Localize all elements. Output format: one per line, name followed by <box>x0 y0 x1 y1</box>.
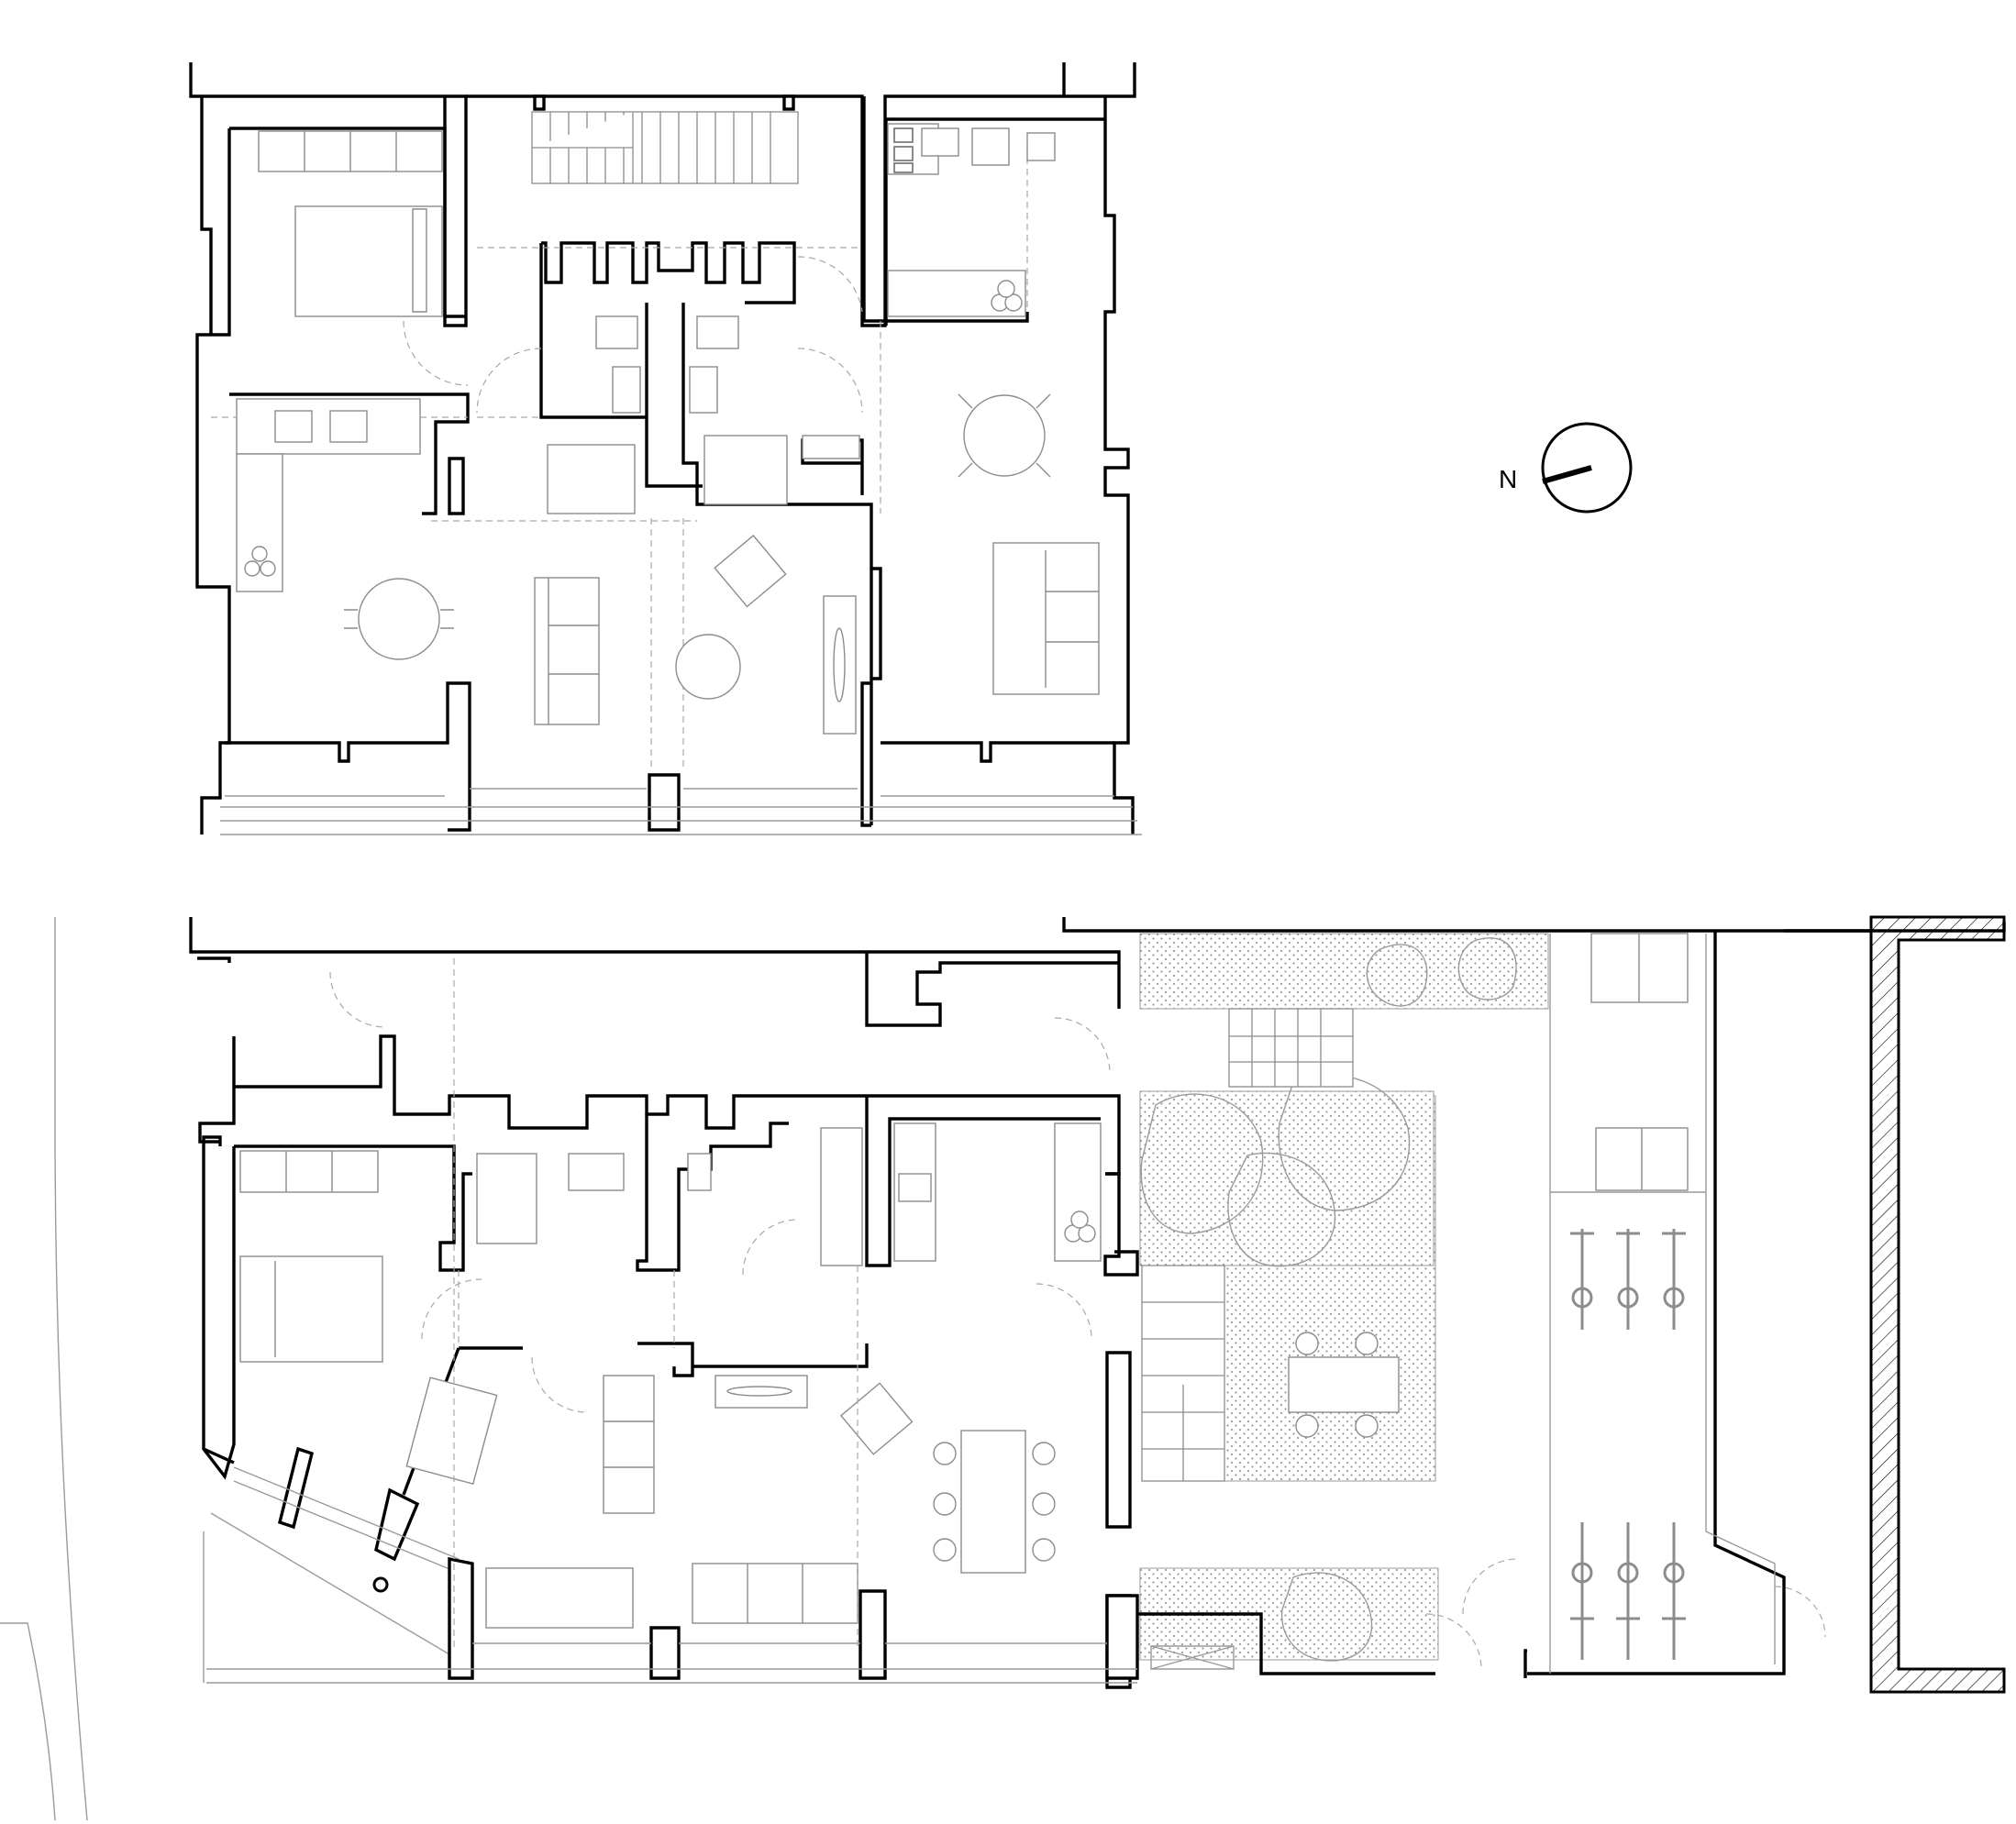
ground-dashed-lines <box>453 958 858 1651</box>
courtyard-gate-box <box>1150 1645 1235 1670</box>
upper-front-balcony <box>220 806 1142 835</box>
upper-coffee-table <box>675 634 741 700</box>
north-arrow-icon <box>1541 422 1633 514</box>
upper-core-shaft <box>645 303 703 488</box>
ground-right-exterior-wall-b <box>1105 1351 1132 1529</box>
ground-outer-wall-top <box>189 917 1121 1009</box>
ground-daybed <box>485 1567 634 1629</box>
ground-column <box>372 1576 389 1593</box>
ground-door-swing <box>742 1219 799 1276</box>
upper-wall-tick <box>782 94 795 111</box>
courtyard-front-wall <box>1137 1612 1435 1675</box>
upper-core-bath-left <box>539 243 647 419</box>
north-arrow: N <box>1499 422 1633 514</box>
bike-store-outline <box>1549 934 1776 1674</box>
ground-door-swing <box>1462 1558 1519 1615</box>
ground-door-swing <box>421 1278 482 1340</box>
ground-front-glazing <box>206 1642 1137 1684</box>
ground-door-swing <box>1036 1283 1092 1340</box>
street-edge <box>54 917 88 1821</box>
upper-bedroom-wall <box>229 127 466 318</box>
ground-front-pier <box>858 1589 887 1680</box>
ground-inner-partition-b <box>692 1343 869 1368</box>
ground-dining-table <box>960 1430 1026 1574</box>
ground-inner-partition <box>637 1342 694 1377</box>
ground-core-wall <box>636 1114 789 1272</box>
ground-outer-wall-top-b <box>1062 917 2006 933</box>
bicycle-rack-icon <box>1570 1229 1686 1660</box>
upper-sofa <box>534 577 600 725</box>
courtyard-tree <box>1280 1572 1373 1662</box>
upper-wall-tick <box>533 94 546 111</box>
ground-angled-glazing <box>210 1466 460 1661</box>
ground-left-exterior-wall <box>197 956 231 963</box>
ground-right-exterior-wall <box>1103 1172 1139 1277</box>
upper-floor-plan <box>189 62 1142 835</box>
upper-outer-wall-top-right <box>466 62 1136 327</box>
upper-left-kitchen-partition <box>229 392 470 515</box>
courtyard-tree <box>1278 1074 1411 1211</box>
upper-armchair <box>714 534 787 608</box>
upper-left-kitchen-partition-b <box>448 457 465 515</box>
ground-angled-wall <box>203 1447 235 1465</box>
ground-armchair <box>839 1382 914 1455</box>
upper-door-swing <box>403 320 469 386</box>
upper-door-swing <box>476 348 542 414</box>
ground-core-wall-b <box>865 1096 1101 1267</box>
street-edge-curb <box>0 1622 56 1821</box>
ground-stair-wall <box>865 952 1119 1027</box>
ground-kitchen-counter <box>820 1127 863 1266</box>
upper-left-exterior-wall <box>195 128 231 835</box>
upper-front-wall-right-b <box>881 741 1114 763</box>
upper-right-kitchen-wall <box>862 96 1029 323</box>
upper-left-dining-table <box>358 578 440 660</box>
courtyard-tree <box>1457 937 1517 1000</box>
courtyard-paving <box>1139 1090 1434 1266</box>
upper-front-wall-right <box>860 681 871 827</box>
ground-bed <box>239 1255 383 1363</box>
courtyard-tree <box>1227 1152 1336 1267</box>
courtyard-tree <box>1366 944 1428 1007</box>
ground-floor-plan <box>0 915 2006 1821</box>
courtyard-stair <box>1141 1008 1354 1482</box>
ground-angled-piers <box>277 1446 420 1562</box>
upper-door-swing <box>797 348 863 414</box>
ground-front-pier <box>1105 1594 1139 1680</box>
ground-front-pier <box>448 1556 474 1680</box>
ground-front-pier <box>649 1626 681 1680</box>
bike-store-wall-b <box>1523 1649 1527 1678</box>
upper-right-dining-table <box>963 394 1046 477</box>
upper-central-core-wall <box>541 241 796 304</box>
ground-desk <box>405 1376 498 1485</box>
upper-right-exterior-wall <box>1103 96 1135 835</box>
upper-front-glazing <box>225 788 1114 797</box>
courtyard-tree <box>1140 1093 1264 1234</box>
upper-left-exterior-wall-outer <box>200 96 213 335</box>
ground-sofa <box>692 1563 858 1624</box>
bike-store-door-swing <box>1774 1586 1826 1638</box>
ground-left-wall <box>198 1036 236 1480</box>
courtyard-dining-table <box>1288 1356 1400 1413</box>
upper-dashed-lines <box>211 147 1028 770</box>
upper-door-swing <box>797 256 863 313</box>
courtyard-door-swing <box>1054 1017 1111 1074</box>
upper-core-shaft-right <box>681 303 873 825</box>
ground-door-swing <box>531 1356 588 1413</box>
upper-left-kitchen-counter <box>236 398 421 455</box>
upper-front-wall-left <box>225 681 471 832</box>
upper-right-front-partition <box>871 567 882 680</box>
neighbour-wall <box>1869 915 2006 1694</box>
courtyard-paving <box>1139 933 1549 1010</box>
ground-door-swing <box>329 971 386 1028</box>
upper-front-pier-center <box>648 773 681 832</box>
upper-right-kitchen-wall-b <box>884 117 1105 326</box>
north-label: N <box>1499 465 1517 493</box>
bike-store-wall <box>1527 931 1786 1675</box>
ground-bookcase <box>603 1375 655 1514</box>
ground-hallway-partition <box>234 1034 1121 1176</box>
upper-stair <box>531 111 799 184</box>
ground-wardrobe <box>239 1150 379 1193</box>
